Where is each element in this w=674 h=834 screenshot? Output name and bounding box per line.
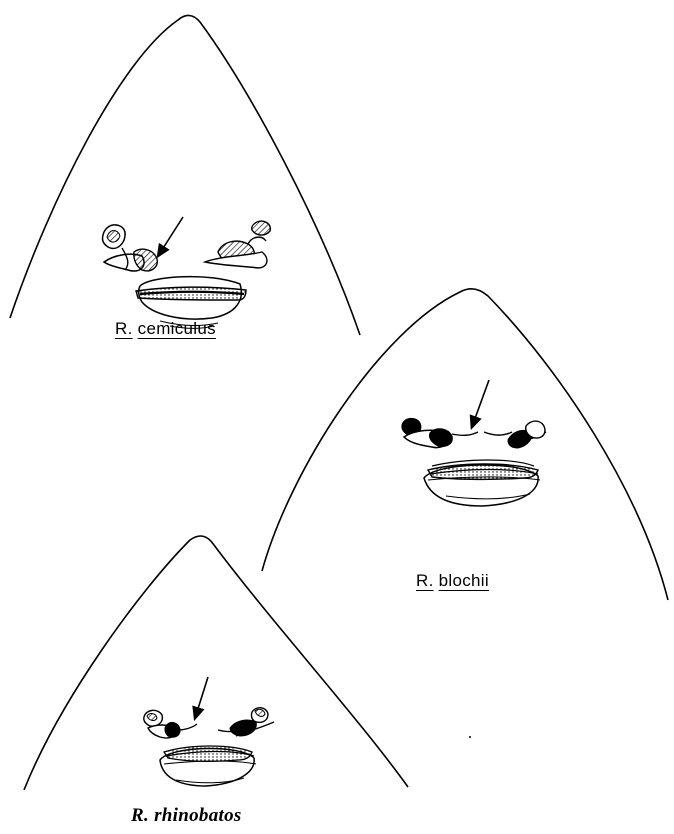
rhinobatos-mouth xyxy=(160,746,256,786)
stray-dot xyxy=(469,736,471,738)
rhinobatos-left-nostril xyxy=(144,710,197,738)
genus-abbreviation: R. xyxy=(115,319,133,338)
genus-abbreviation: R. xyxy=(131,805,149,826)
species-name: cemiculus xyxy=(138,319,216,338)
blochii-arrow xyxy=(473,380,489,424)
rhinobatos-head xyxy=(24,536,408,790)
genus-abbreviation: R. xyxy=(416,571,434,590)
blochii-head xyxy=(262,289,668,600)
rhinobatos-arrow xyxy=(196,677,208,715)
rhinobatos-right-nostril xyxy=(218,708,274,736)
species-label-blochii: R. blochii xyxy=(416,571,489,591)
cemiculus-left-nostril xyxy=(103,225,158,271)
species-label-cemiculus: R. cemiculus xyxy=(115,319,216,339)
species-label-rhinobatos: R. rhinobatos xyxy=(131,805,242,827)
blochii-snout-outline xyxy=(262,289,668,600)
cemiculus-right-nostril xyxy=(205,221,270,268)
blochii-left-nostril xyxy=(402,418,478,447)
blochii-right-nostril xyxy=(484,421,546,448)
species-name: blochii xyxy=(439,571,489,590)
species-name: rhinobatos xyxy=(154,805,241,826)
cemiculus-arrow xyxy=(160,217,183,253)
blochii-mouth xyxy=(424,460,540,506)
cemiculus-head xyxy=(10,15,360,335)
